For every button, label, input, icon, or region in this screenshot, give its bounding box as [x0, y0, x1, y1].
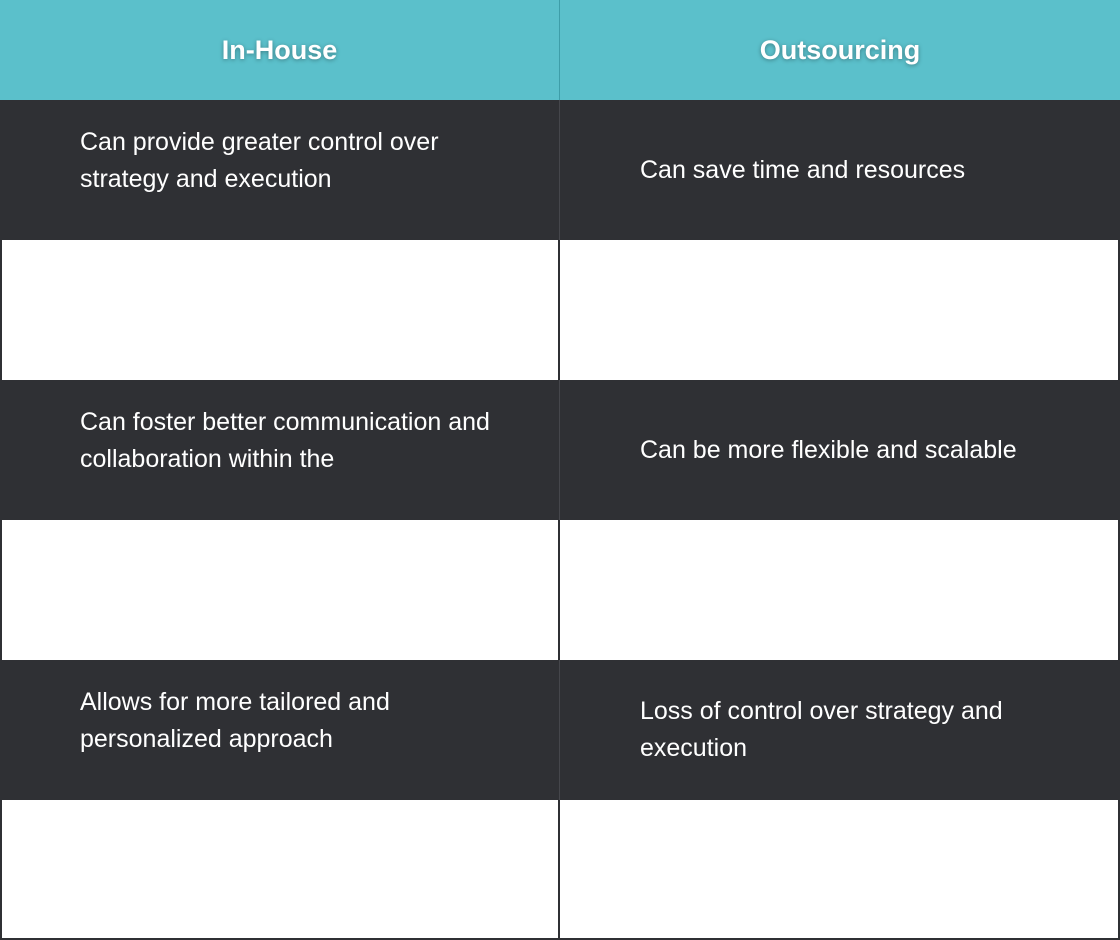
- outsourcing-empty-cell: [560, 520, 1120, 660]
- outsourcing-cell: Can be more flexible and scalable: [560, 380, 1120, 520]
- outsourcing-cell: Loss of control over strategy and execut…: [560, 660, 1120, 800]
- in-house-cell: Can provide greater control over strateg…: [0, 100, 560, 240]
- table-header: In-House Outsourcing: [0, 0, 1120, 100]
- in-house-cell-text: Can provide greater control over strateg…: [80, 128, 439, 193]
- outsourcing-cell-text: Can save time and resources: [640, 155, 966, 184]
- outsourcing-cell-text: Can be more flexible and scalable: [640, 435, 1017, 464]
- in-house-empty-cell: [0, 520, 560, 660]
- in-house-cell: Allows for more tailored and personalize…: [0, 660, 560, 800]
- header-outsourcing: Outsourcing: [759, 34, 921, 65]
- in-house-cell-text: Allows for more tailored and personalize…: [80, 688, 390, 753]
- header-in-house: In-House: [0, 0, 560, 100]
- outsourcing-cell-text: Loss of control over strategy and execut…: [640, 697, 1003, 762]
- table-row: Allows for more tailored and personalize…: [0, 660, 1120, 800]
- table-row-empty: [0, 800, 1120, 940]
- table-row-empty: [0, 520, 1120, 660]
- table-row: Can provide greater control over strateg…: [0, 100, 1120, 240]
- outsourcing-empty-cell: [560, 240, 1120, 380]
- outsourcing-cell: Can save time and resources: [560, 100, 1120, 240]
- table-row-empty: [0, 240, 1120, 380]
- in-house-cell: Can foster better communication and coll…: [0, 380, 560, 520]
- outsourcing-empty-cell: [560, 800, 1120, 938]
- table-row: Can foster better communication and coll…: [0, 380, 1120, 520]
- in-house-empty-cell: [0, 240, 560, 380]
- in-house-empty-cell: [0, 800, 560, 938]
- in-house-cell-text: Can foster better communication and coll…: [80, 408, 490, 473]
